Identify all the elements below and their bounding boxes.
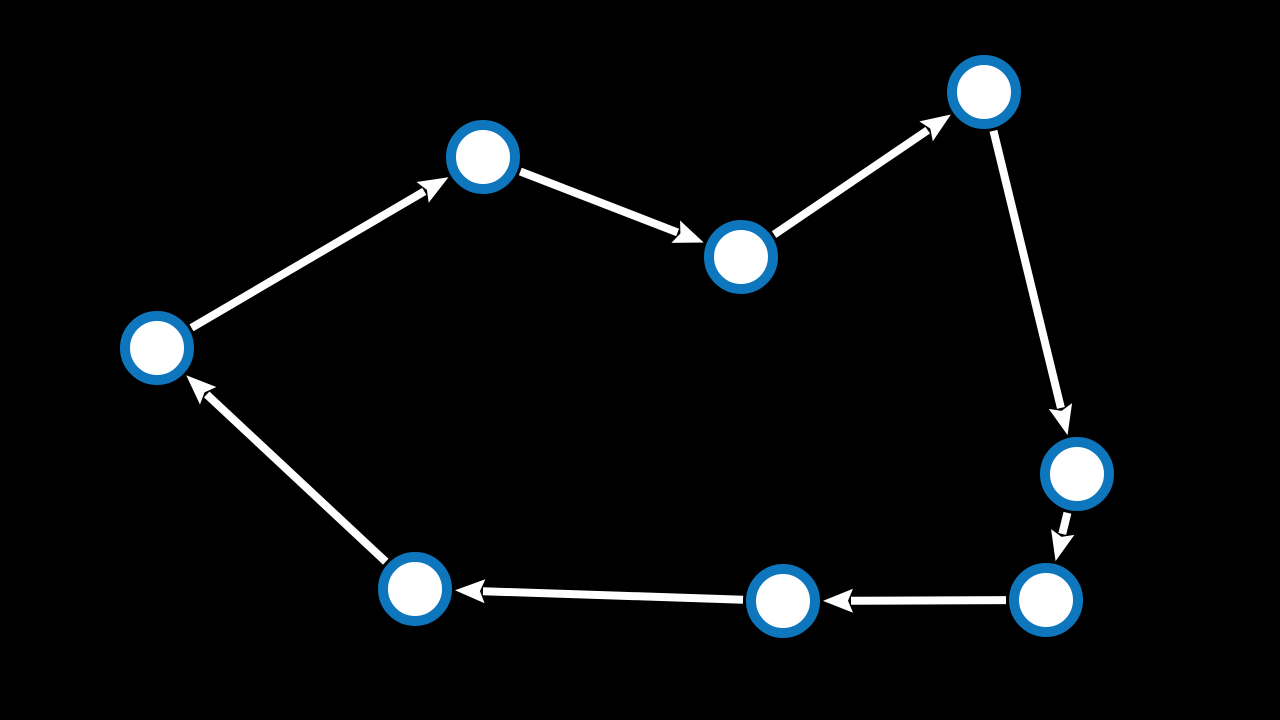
node-ring bbox=[1009, 563, 1083, 637]
graph-edge[interactable] bbox=[989, 129, 1073, 436]
edge-line bbox=[771, 126, 930, 238]
graph-edge[interactable] bbox=[186, 375, 389, 565]
graph-edge[interactable] bbox=[454, 579, 744, 604]
edge-line bbox=[518, 167, 680, 237]
arrowhead-icon bbox=[454, 579, 486, 604]
graph-node[interactable] bbox=[704, 220, 778, 294]
graph-edge[interactable] bbox=[1051, 511, 1075, 562]
graph-node[interactable] bbox=[746, 564, 820, 638]
graph-node[interactable] bbox=[1040, 437, 1114, 511]
node-layer bbox=[120, 55, 1114, 638]
graph-edge[interactable] bbox=[518, 167, 704, 243]
edge-line bbox=[850, 596, 1007, 605]
node-ring bbox=[120, 311, 194, 385]
edge-layer bbox=[186, 114, 1075, 613]
arrowhead-icon bbox=[671, 220, 704, 243]
arrowhead-icon bbox=[186, 375, 217, 405]
graph-node[interactable] bbox=[446, 120, 520, 194]
edge-line bbox=[203, 391, 389, 565]
edge-line bbox=[482, 587, 744, 604]
node-ring bbox=[378, 552, 452, 626]
graph-node[interactable] bbox=[947, 55, 1021, 129]
graph-edge[interactable] bbox=[189, 177, 449, 332]
node-ring bbox=[1040, 437, 1114, 511]
node-ring bbox=[746, 564, 820, 638]
node-ring bbox=[446, 120, 520, 194]
node-ring bbox=[947, 55, 1021, 129]
arrowhead-icon bbox=[1048, 403, 1073, 436]
graph-edge[interactable] bbox=[771, 114, 951, 238]
arrowhead-icon bbox=[919, 114, 951, 142]
edge-line bbox=[989, 129, 1065, 409]
arrowhead-icon bbox=[416, 177, 449, 203]
graph-node[interactable] bbox=[1009, 563, 1083, 637]
arrowhead-icon bbox=[1051, 529, 1075, 562]
graph-node[interactable] bbox=[120, 311, 194, 385]
arrowhead-icon bbox=[823, 588, 854, 613]
node-ring bbox=[704, 220, 778, 294]
graph-edge[interactable] bbox=[823, 588, 1007, 613]
edge-line bbox=[1058, 511, 1072, 535]
edge-line bbox=[189, 187, 427, 332]
graph-node[interactable] bbox=[378, 552, 452, 626]
